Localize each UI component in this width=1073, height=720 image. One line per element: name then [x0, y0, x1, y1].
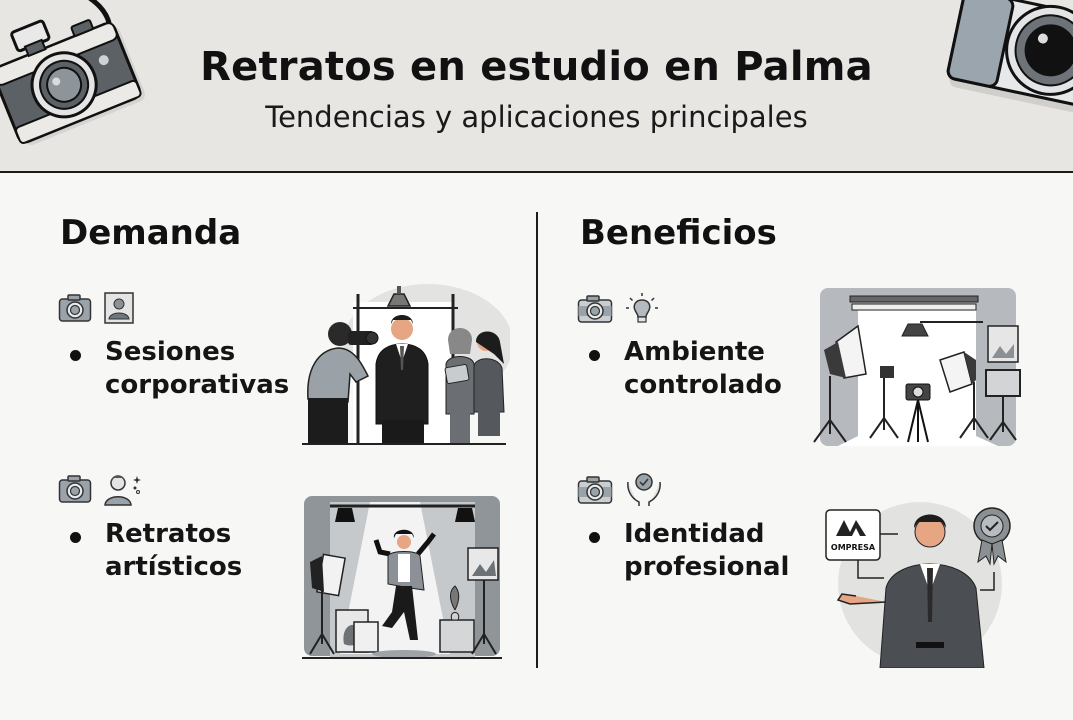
item-label-line1: Identidad	[624, 519, 765, 549]
bullet-icon	[589, 350, 600, 361]
header-banner: Retratos en estudio en Palma Tendencias …	[0, 0, 1073, 173]
item-label-line2: controlado	[624, 370, 782, 400]
bullet-icon	[70, 350, 81, 361]
item-label-line1: Ambiente	[624, 337, 765, 367]
list-item-sesiones-corporativas: Sesiones corporativas	[58, 336, 289, 402]
artistic-portrait-illustration	[302, 496, 502, 659]
portrait-frame-icon	[104, 292, 134, 324]
person-sparkle-icon	[104, 475, 141, 506]
column-divider	[536, 212, 538, 668]
icon-row-artistic	[58, 472, 144, 506]
item-label-line1: Sesiones	[105, 337, 236, 367]
corporate-session-illustration	[302, 284, 510, 445]
section-title-demanda: Demanda	[60, 213, 242, 253]
studio-setup-illustration	[813, 288, 1021, 446]
hands-check-icon	[627, 473, 661, 506]
company-logo-text: OMPRESA	[830, 543, 876, 552]
item-label-line2: artísticos	[105, 552, 243, 582]
page-title: Retratos en estudio en Palma	[200, 44, 873, 90]
bullet-icon	[70, 532, 81, 543]
list-item-retratos-artisticos: Retratos artísticos	[58, 518, 242, 584]
item-label-line2: profesional	[624, 552, 790, 582]
camera-icon	[577, 476, 613, 504]
page-subtitle: Tendencias y aplicaciones principales	[265, 100, 808, 134]
camera-icon	[577, 295, 613, 323]
professional-identity-illustration: OMPRESA	[820, 492, 1020, 668]
list-item-identidad-profesional: Identidad profesional	[577, 518, 789, 584]
list-item-ambiente-controlado: Ambiente controlado	[577, 336, 782, 402]
section-title-beneficios: Beneficios	[580, 213, 777, 253]
camera-icon	[0, 0, 145, 145]
camera-icon	[58, 294, 92, 322]
icon-row-controlled	[577, 292, 659, 326]
icon-row-identity	[577, 472, 663, 508]
item-label-line1: Retratos	[105, 519, 232, 549]
camera-icon	[946, 0, 1073, 116]
icon-row-corporate	[58, 292, 134, 324]
bullet-icon	[589, 532, 600, 543]
item-label-line2: corporativas	[105, 370, 290, 400]
camera-icon	[58, 475, 92, 503]
lightbulb-icon	[626, 293, 658, 323]
